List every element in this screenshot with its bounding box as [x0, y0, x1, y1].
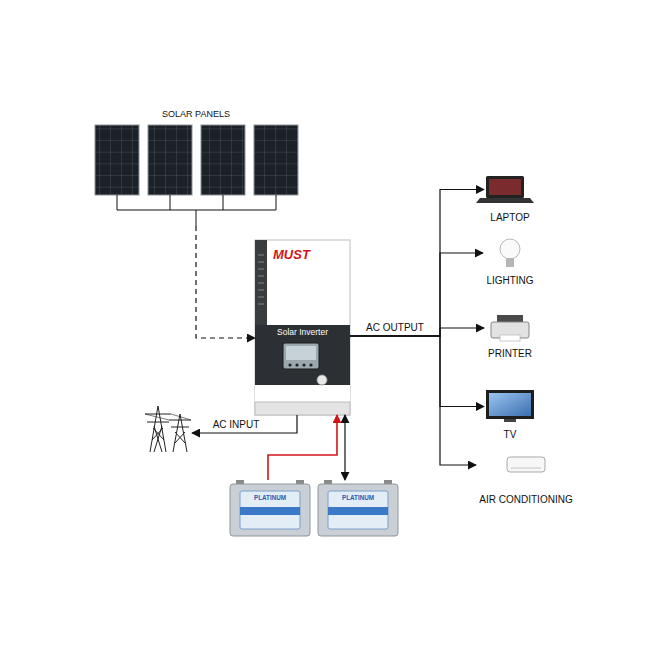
load-device: AIR CONDITIONING [476, 456, 576, 507]
load-device: LIGHTING [483, 238, 537, 288]
bulb-base [506, 258, 514, 267]
button [295, 363, 298, 366]
edge-label: AC OUTPUT [364, 322, 426, 334]
tv-icon [486, 390, 534, 422]
ac-unit [507, 457, 545, 472]
pylon-lattice [145, 406, 171, 452]
button [309, 363, 312, 366]
device-label: AIR CONDITIONING [476, 494, 576, 506]
connector [268, 415, 337, 480]
load-device: LAPTOP [484, 176, 536, 225]
battery-brand: PLATINUM [230, 494, 310, 501]
tv-screen [489, 393, 531, 416]
inverter-unit: MUST Solar Inverter [255, 240, 350, 415]
brand-logo: MUST [273, 248, 310, 263]
panel-bus-wire [117, 195, 276, 226]
battery: PLATINUM [230, 480, 310, 536]
inverter-housing [255, 240, 350, 415]
solar-panel [95, 125, 139, 195]
ac-vent [511, 468, 541, 469]
printer-paper [500, 335, 520, 341]
device-label: LIGHTING [483, 275, 537, 287]
inverter-lower [255, 385, 350, 402]
group-heading: SOLAR PANELS [90, 109, 302, 119]
inverter-side [255, 240, 267, 330]
device-label: LAPTOP [484, 212, 536, 224]
laptop-icon [476, 176, 534, 203]
connector [344, 415, 345, 480]
battery-stripe [240, 507, 300, 515]
tv-frame [486, 390, 534, 419]
ac-input-wire [192, 415, 297, 433]
solar-panel-group: SOLAR PANELS [90, 108, 302, 226]
lcd-screen [283, 343, 319, 369]
bulb-glass [500, 239, 520, 259]
inverter-panel [255, 325, 350, 385]
solar-panel [201, 125, 245, 195]
eco-badge [317, 375, 327, 385]
button [302, 363, 305, 366]
battery-brand: PLATINUM [318, 494, 398, 501]
load-device: TV [484, 390, 536, 442]
vent-slots [258, 255, 264, 304]
connector [350, 253, 483, 336]
button [288, 363, 291, 366]
wire-label: AC INPUT [211, 419, 262, 431]
battery-icon [318, 480, 398, 536]
power-pylon [145, 406, 191, 452]
device-label: TV [484, 429, 536, 441]
device-label: PRINTER [484, 348, 536, 360]
inverter-base [255, 402, 350, 415]
battery-case [318, 484, 398, 536]
load-device: PRINTER [484, 314, 536, 361]
laptop-screen [486, 176, 524, 198]
connector [350, 336, 476, 465]
laptop-display [489, 179, 521, 195]
tv-stand [504, 419, 516, 422]
connector [350, 336, 484, 407]
battery: PLATINUM [318, 480, 398, 536]
solar-panel [254, 125, 298, 195]
battery-icon [230, 480, 310, 536]
laptop-base [476, 198, 534, 203]
connector [350, 190, 484, 337]
solar-panel [148, 125, 192, 195]
battery-case [230, 484, 310, 536]
pylon-lattice [169, 414, 191, 452]
printer-icon [491, 315, 529, 341]
battery-stripe [328, 507, 388, 515]
power-line [145, 414, 191, 420]
product-name: Solar Inverter [277, 328, 328, 338]
lcd-display [286, 346, 316, 360]
connector [196, 226, 255, 338]
solar-panel-array [95, 125, 298, 226]
lightbulb-icon [500, 239, 520, 267]
air-conditioner-icon [507, 457, 545, 472]
inverter-body [255, 240, 350, 415]
